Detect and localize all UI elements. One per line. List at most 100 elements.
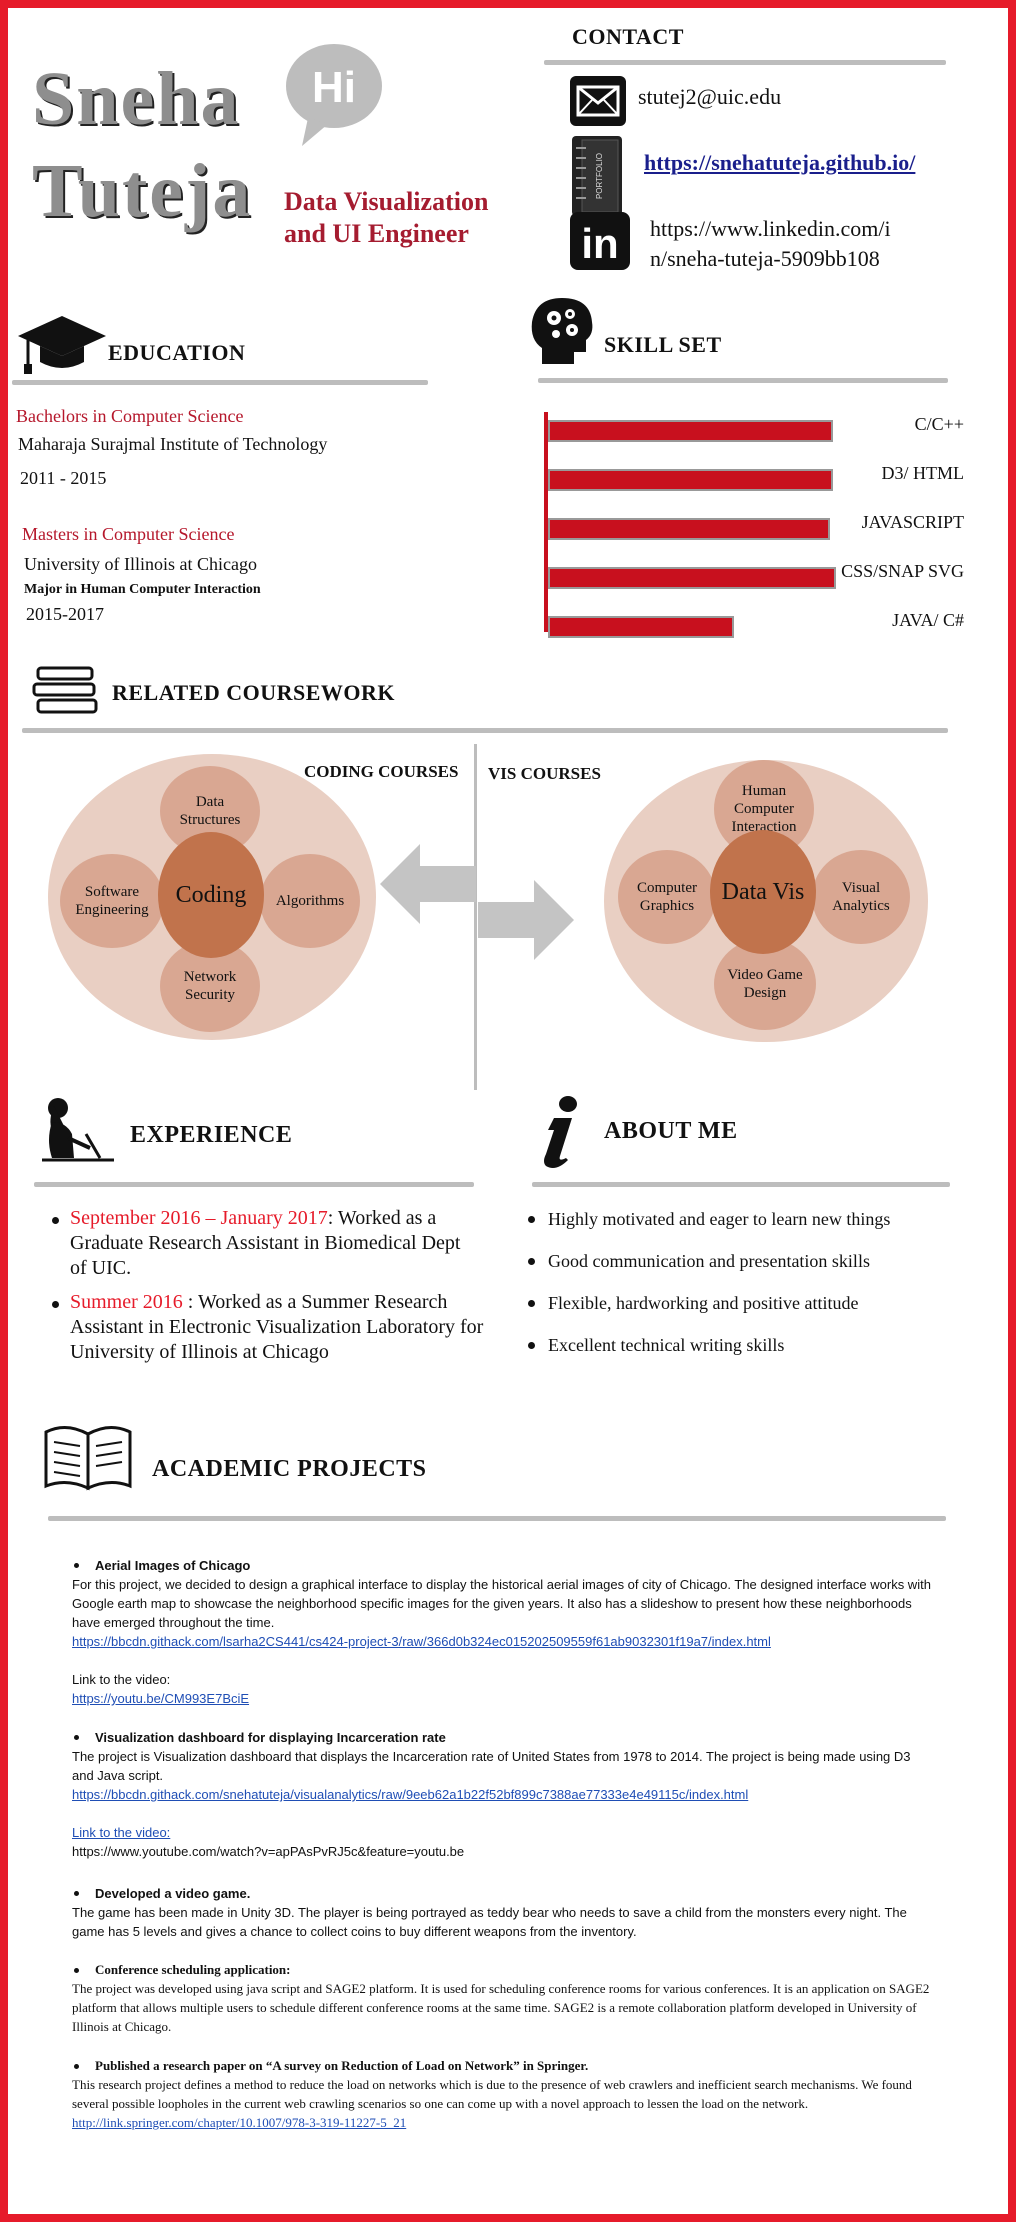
website-link[interactable]: https://snehatuteja.github.io/ [644, 150, 916, 175]
course-network-security-text: Network Security [183, 969, 237, 1003]
project-description: The project was developed using java scr… [72, 1981, 930, 2034]
bullet-icon [74, 1563, 79, 1569]
skill-bar [548, 518, 830, 540]
project-conference-scheduling: Conference scheduling application: The p… [72, 1960, 932, 2036]
speech-bubble-icon: Hi [278, 38, 388, 148]
info-icon [534, 1094, 584, 1170]
about-bullet [528, 1342, 535, 1349]
experience-date: Summer 2016 [70, 1291, 183, 1313]
skill-label: C/C++ [914, 414, 964, 434]
job-title-line1: Data Visualization [284, 187, 489, 216]
notebook-icon: PORTFOLIO [572, 136, 622, 216]
project-title: Visualization dashboard for displaying I… [72, 1728, 932, 1747]
bullet-icon [74, 2063, 79, 2069]
project-description: For this project, we decided to design a… [72, 1577, 931, 1630]
course-computer-graphics-text: Computer Graphics [637, 880, 697, 914]
degree-bachelors: Bachelors in Computer Science [16, 406, 244, 426]
project-link[interactable]: http://link.springer.com/chapter/10.1007… [72, 2115, 407, 2130]
about-bullet [528, 1216, 535, 1223]
bullet-icon [74, 1891, 79, 1897]
about-divider [532, 1182, 950, 1187]
school-uic: University of Illinois at Chicago [24, 554, 257, 574]
skill-label: JAVASCRIPT [861, 512, 964, 532]
project-title-text: Published a research paper on “A survey … [95, 2058, 589, 2073]
major-hci: Major in Human Computer Interaction [24, 582, 261, 597]
coursework-heading: RELATED COURSEWORK [112, 680, 396, 705]
course-visual-analytics: Visual Analytics [812, 850, 910, 944]
project-title-text: Developed a video game. [95, 1886, 251, 1901]
project-link[interactable]: https://bbcdn.githack.com/lsarha2CS441/c… [72, 1634, 771, 1649]
about-item: Excellent technical writing skills [548, 1335, 785, 1355]
project-link[interactable]: https://bbcdn.githack.com/snehatuteja/vi… [72, 1787, 749, 1802]
education-divider [12, 380, 428, 385]
skill-bar [548, 567, 836, 589]
education-heading: EDUCATION [108, 340, 246, 365]
experience-text: : Worked as a Graduate Research Assistan… [70, 1207, 461, 1279]
experience-bullet [52, 1217, 59, 1224]
coursework-divider [22, 728, 948, 733]
coding-core: Coding [158, 832, 264, 958]
project-title: Aerial Images of Chicago [72, 1556, 932, 1575]
video-label: Link to the video: [72, 1672, 171, 1687]
video-link[interactable]: https://www.youtube.com/watch?v=apPAsPvR… [72, 1844, 465, 1859]
linkedin-line2: n/sneha-tuteja-5909bb108 [650, 246, 880, 271]
projects-heading: ACADEMIC PROJECTS [152, 1456, 427, 1482]
course-algorithms: Algorithms [260, 854, 360, 948]
course-software-engineering-text: Software Engineering [75, 884, 149, 918]
bullet-icon [74, 1735, 79, 1741]
spacer [72, 1804, 932, 1823]
video-label[interactable]: Link to the video: [72, 1825, 171, 1840]
years-bachelors: 2011 - 2015 [20, 468, 107, 488]
contact-divider [544, 60, 946, 65]
graduation-cap-icon [16, 310, 108, 376]
video-link[interactable]: https://youtu.be/CM993E7BciE [72, 1691, 250, 1706]
experience-item: September 2016 – January 2017: Worked as… [70, 1206, 480, 1281]
brain-gears-icon [524, 292, 600, 372]
arrow-left-icon [380, 844, 476, 924]
experience-item: Summer 2016 : Worked as a Summer Researc… [70, 1290, 490, 1365]
skill-bar [548, 469, 833, 491]
project-description: This research project defines a method t… [72, 2077, 912, 2111]
experience-bullet [52, 1301, 59, 1308]
about-bullet [528, 1300, 535, 1307]
experience-divider [34, 1182, 474, 1187]
years-masters: 2015-2017 [26, 604, 104, 624]
vis-core: Data Vis [710, 830, 816, 954]
course-visual-analytics-text: Visual Analytics [832, 880, 890, 914]
experience-heading: EXPERIENCE [130, 1122, 293, 1148]
course-computer-graphics: Computer Graphics [618, 850, 716, 944]
coursework-center-line [474, 744, 477, 1090]
project-incarceration-dashboard: Visualization dashboard for displaying I… [72, 1728, 932, 1861]
about-heading: ABOUT ME [604, 1118, 738, 1144]
project-research-paper: Published a research paper on “A survey … [72, 2056, 932, 2132]
coding-core-text: Coding [175, 881, 247, 908]
first-name: Sneha [32, 57, 241, 141]
person-laptop-icon [34, 1094, 118, 1168]
project-title: Published a research paper on “A survey … [72, 2056, 932, 2075]
email-link[interactable]: stutej2@uic.edu [638, 84, 782, 109]
mail-icon [570, 76, 626, 126]
vis-courses-label: VIS COURSES [488, 764, 601, 783]
linkedin-link[interactable]: https://www.linkedin.com/i n/sneha-tutej… [650, 214, 891, 274]
course-data-structures-text: Data Structures [179, 794, 241, 828]
linkedin-icon: in [570, 212, 630, 270]
course-software-engineering: Software Engineering [60, 854, 164, 948]
course-hci-text: Human Computer Interaction [731, 783, 797, 835]
experience-date: September 2016 – January 2017 [70, 1207, 328, 1229]
school-msit: Maharaja Surajmal Institute of Technolog… [18, 434, 328, 454]
skill-bar [548, 616, 734, 638]
course-algorithms-text: Algorithms [275, 893, 345, 909]
project-description: The project is Visualization dashboard t… [72, 1749, 911, 1783]
job-title-line2: and UI Engineer [284, 219, 469, 248]
job-title: Data Visualization and UI Engineer [284, 186, 488, 250]
about-bullet [528, 1258, 535, 1265]
project-title-text: Conference scheduling application: [95, 1962, 291, 1977]
contact-heading: CONTACT [572, 24, 684, 49]
last-name: Tuteja [32, 149, 253, 233]
skills-divider [538, 378, 948, 383]
skill-label: CSS/SNAP SVG [841, 561, 964, 581]
project-description: The game has been made in Unity 3D. The … [72, 1905, 907, 1939]
notebook-icon-text: PORTFOLIO [595, 153, 604, 199]
project-title-text: Visualization dashboard for displaying I… [95, 1730, 446, 1745]
